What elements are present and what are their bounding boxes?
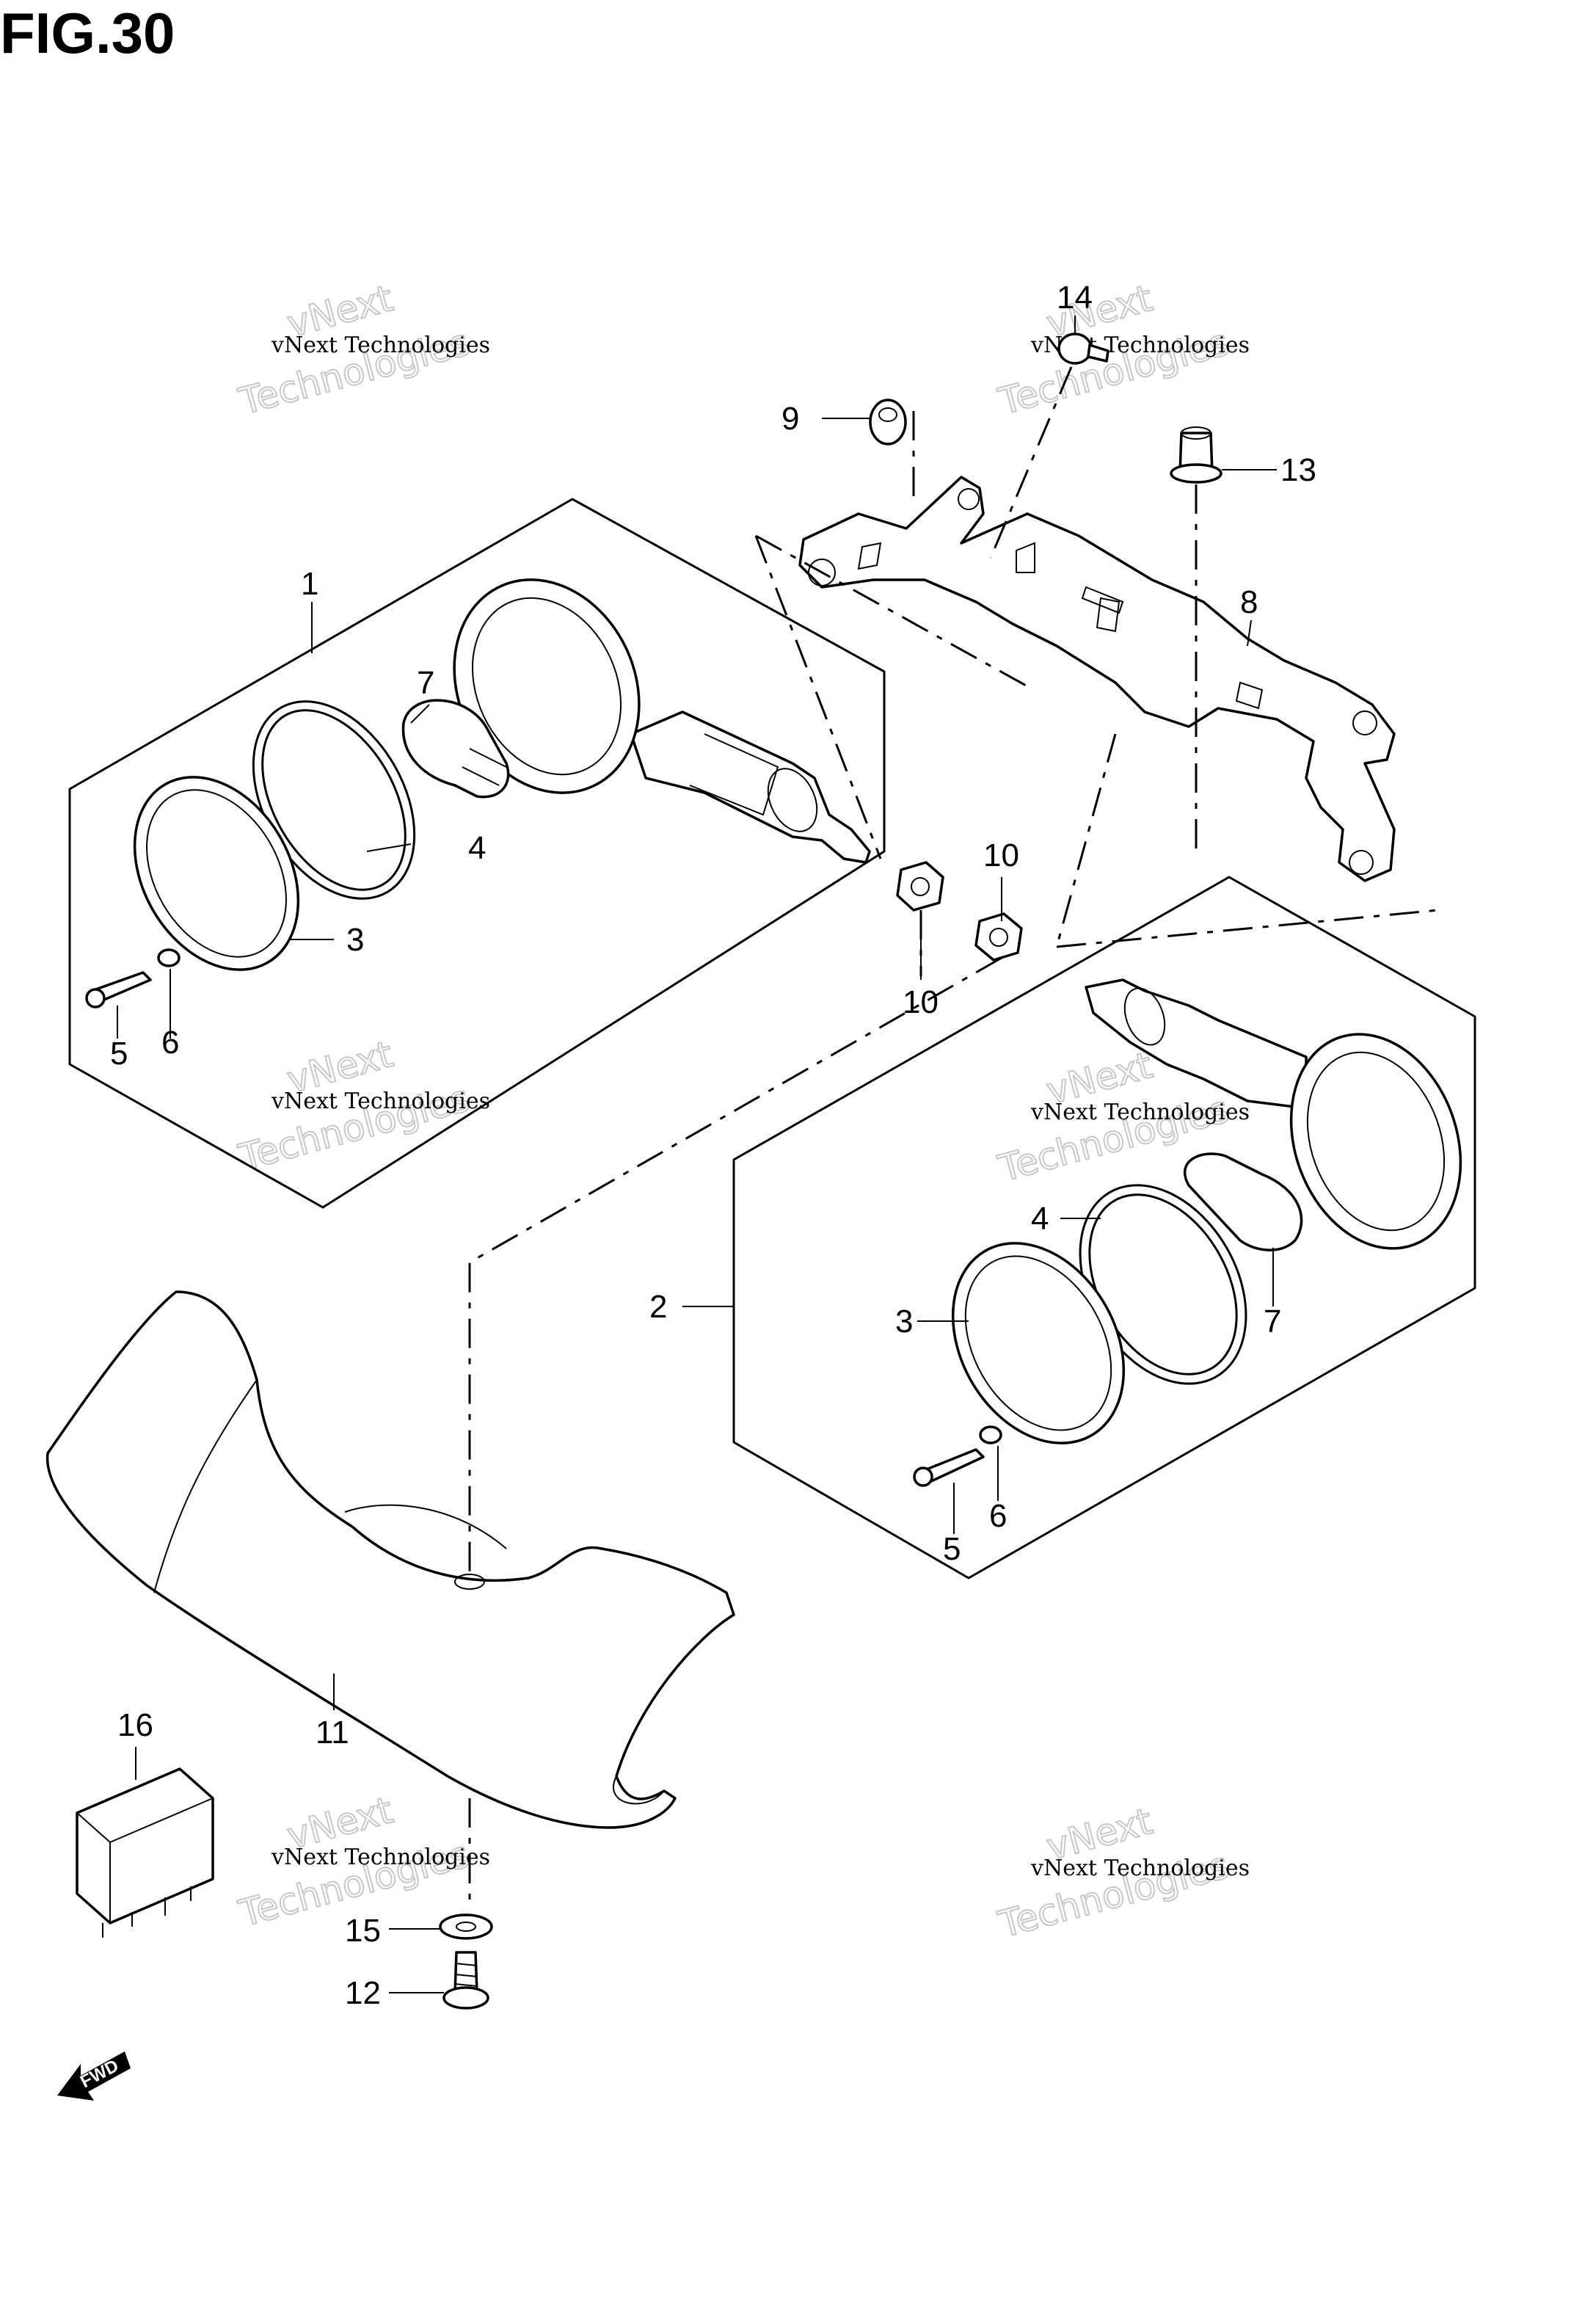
left-lens-screw xyxy=(85,948,181,1008)
callout-5-right: 5 xyxy=(943,1531,961,1567)
callout-10-right: 10 xyxy=(983,837,1019,873)
signal-cover xyxy=(45,1290,735,1829)
callout-2: 2 xyxy=(649,1289,667,1325)
signal-bracket xyxy=(798,476,1396,882)
svg-text:vNext Technologies: vNext Technologies xyxy=(271,332,490,358)
callout-4-right: 4 xyxy=(1031,1201,1049,1237)
bolt-14 xyxy=(1057,332,1109,365)
left-signal-housing xyxy=(453,578,871,864)
callout-9: 9 xyxy=(781,401,799,437)
callout-14: 14 xyxy=(1057,280,1093,316)
assembly-lines xyxy=(468,366,1439,1908)
svg-text:vNext Technologies: vNext Technologies xyxy=(1030,1099,1250,1125)
callout-3-left: 3 xyxy=(346,922,364,958)
forward-direction-arrow: FWD xyxy=(57,2051,131,2101)
nut-9 xyxy=(869,399,907,446)
fwd-label: FWD xyxy=(77,2056,122,2092)
right-lens-screw xyxy=(913,1425,1002,1487)
right-signal-bulb xyxy=(1183,1152,1303,1251)
washer-15 xyxy=(439,1913,493,1940)
callout-6-right: 6 xyxy=(989,1498,1007,1534)
callout-8: 8 xyxy=(1240,584,1258,620)
left-signal-bulb xyxy=(401,699,510,799)
assembly-box-right-signal xyxy=(732,876,1476,1579)
watermark: vNext Technologies vNext Technologies xyxy=(993,276,1250,423)
callout-10-left: 10 xyxy=(903,984,939,1020)
callout-4-left: 4 xyxy=(468,830,486,866)
bolt-12 xyxy=(442,1951,489,2010)
right-signal-housing xyxy=(1085,978,1462,1250)
svg-text:vNext Technologies: vNext Technologies xyxy=(1030,1855,1250,1881)
nut-10-right xyxy=(974,912,1023,961)
callout-12: 12 xyxy=(345,1975,381,2011)
assembly-box-left-signal xyxy=(68,498,886,1209)
watermark: vNext Technologies vNext Technologies xyxy=(233,276,490,423)
figure-title: FIG.30 xyxy=(0,1,175,65)
callout-7-right: 7 xyxy=(1264,1304,1281,1339)
collar-13 xyxy=(1170,426,1222,484)
watermark: vNext Technologies vNext Technologies xyxy=(233,1032,490,1179)
left-lens xyxy=(133,776,300,971)
watermark: vNext Technologies vNext Technologies xyxy=(993,1799,1250,1946)
callout-6-left: 6 xyxy=(161,1025,179,1061)
callouts: 1 2 3 3 4 4 5 5 6 6 7 7 8 9 10 10 11 12 … xyxy=(110,280,1316,2011)
svg-text:vNext Technologies: vNext Technologies xyxy=(271,1088,490,1114)
callout-5-left: 5 xyxy=(110,1036,128,1072)
svg-text:vNext Technologies: vNext Technologies xyxy=(271,1844,490,1870)
callout-15: 15 xyxy=(345,1913,381,1949)
callout-16: 16 xyxy=(117,1707,153,1743)
nut-10-left xyxy=(896,861,944,912)
callout-11: 11 xyxy=(316,1715,349,1751)
callout-7-left: 7 xyxy=(417,665,434,701)
callout-3-right: 3 xyxy=(895,1304,913,1339)
right-lens xyxy=(951,1242,1126,1444)
callout-1: 1 xyxy=(301,566,318,602)
leader-lines xyxy=(117,316,1277,1993)
relay-16 xyxy=(76,1767,214,1938)
callout-13: 13 xyxy=(1280,452,1316,488)
